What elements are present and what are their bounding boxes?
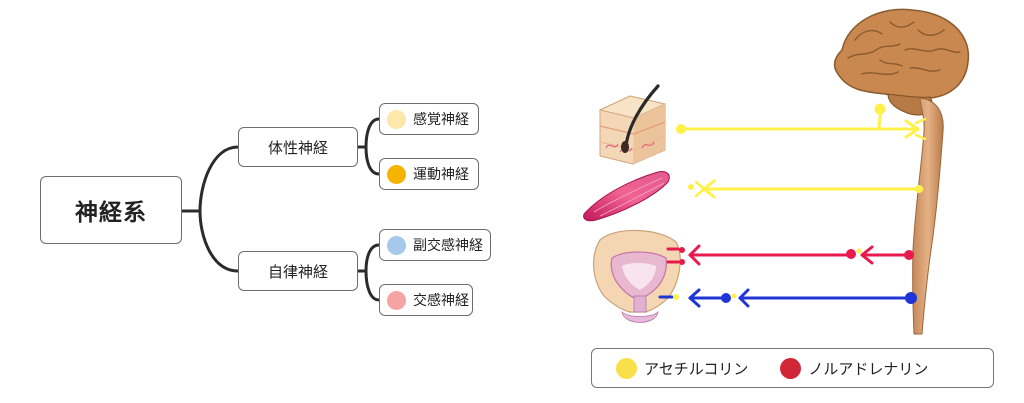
legend-dot-acetylcholine	[616, 357, 637, 379]
muscle-icon	[583, 171, 670, 222]
spinal-cord-icon	[912, 97, 944, 335]
brain-icon	[833, 8, 970, 116]
parasympathetic-label: 副交感神経	[413, 238, 483, 254]
nerve-pathways	[658, 110, 927, 308]
sympathetic-node: 交感神経	[379, 284, 473, 316]
sensory-label: 感覚神経	[413, 112, 469, 128]
somatic-label: 体性神経	[267, 138, 328, 157]
legend-item-noradrenaline: ノルアドレナリン	[780, 357, 929, 379]
synapse-dots	[673, 103, 923, 304]
motor-label: 運動神経	[413, 167, 469, 183]
motor-dot	[387, 164, 406, 184]
skin-icon	[598, 84, 667, 165]
tree-connectors	[180, 117, 381, 302]
motor-node: 運動神経	[379, 158, 479, 190]
sympathetic-label: 交感神経	[413, 293, 469, 309]
bladder-icon	[593, 229, 681, 323]
legend-item-acetylcholine: アセチルコリン	[616, 357, 749, 379]
parasympathetic-node: 副交感神経	[379, 229, 491, 261]
sensory-dot	[387, 109, 406, 129]
parasympathetic-dot	[387, 235, 406, 255]
muscle-fiber-lines	[593, 177, 665, 217]
root-label: 神経系	[75, 200, 147, 226]
sensory-node: 感覚神経	[379, 103, 479, 135]
root-node: 神経系	[40, 176, 182, 244]
somatic-node: 体性神経	[238, 127, 358, 167]
legend-label-acetylcholine: アセチルコリン	[644, 359, 749, 378]
autonomic-label: 自律神経	[267, 262, 328, 281]
legend: アセチルコリン ノルアドレナリン	[591, 348, 994, 388]
legend-label-noradrenaline: ノルアドレナリン	[808, 359, 929, 378]
autonomic-node: 自律神経	[238, 251, 358, 291]
sympathetic-dot	[387, 290, 406, 310]
legend-dot-noradrenaline	[780, 357, 802, 379]
